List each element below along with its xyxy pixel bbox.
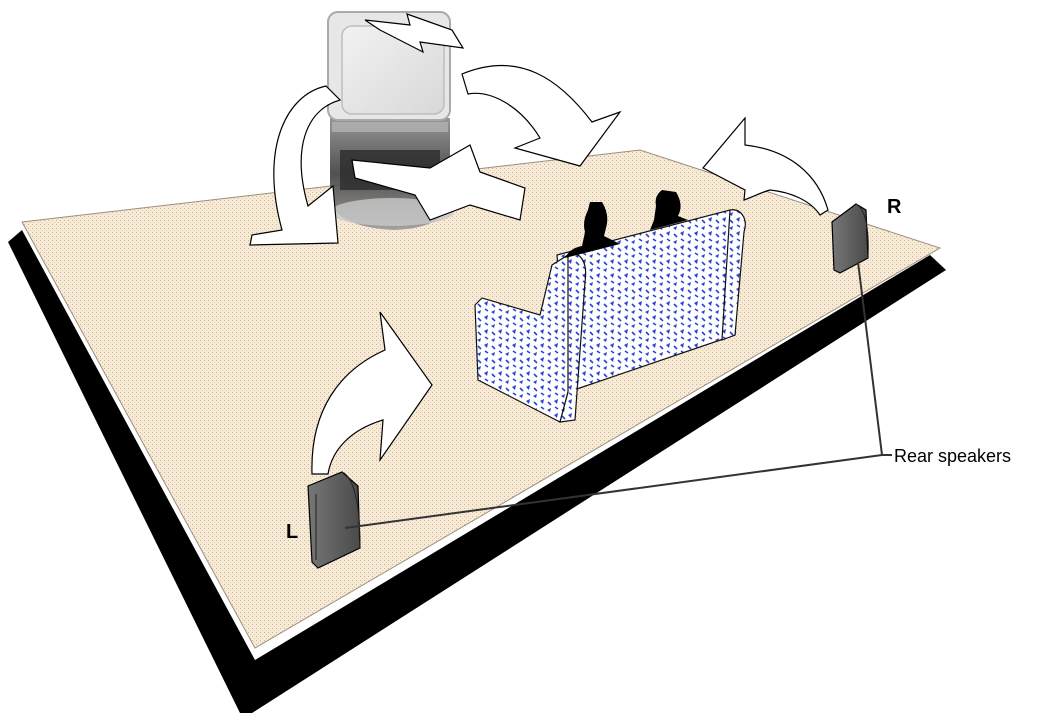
callout-lines	[344, 261, 892, 529]
rear-speakers-label: Rear speakers	[894, 446, 1011, 466]
speaker-icon-left	[307, 471, 361, 569]
sound-arrow-icon	[249, 13, 829, 475]
sofa-icon	[474, 209, 746, 423]
floor	[21, 149, 942, 649]
left-speaker-label: L	[286, 521, 298, 543]
right-speaker-label: R	[887, 196, 902, 218]
person-silhouette-icon	[565, 190, 688, 258]
speaker-icon-right	[831, 203, 869, 274]
tv-icon	[327, 11, 454, 230]
